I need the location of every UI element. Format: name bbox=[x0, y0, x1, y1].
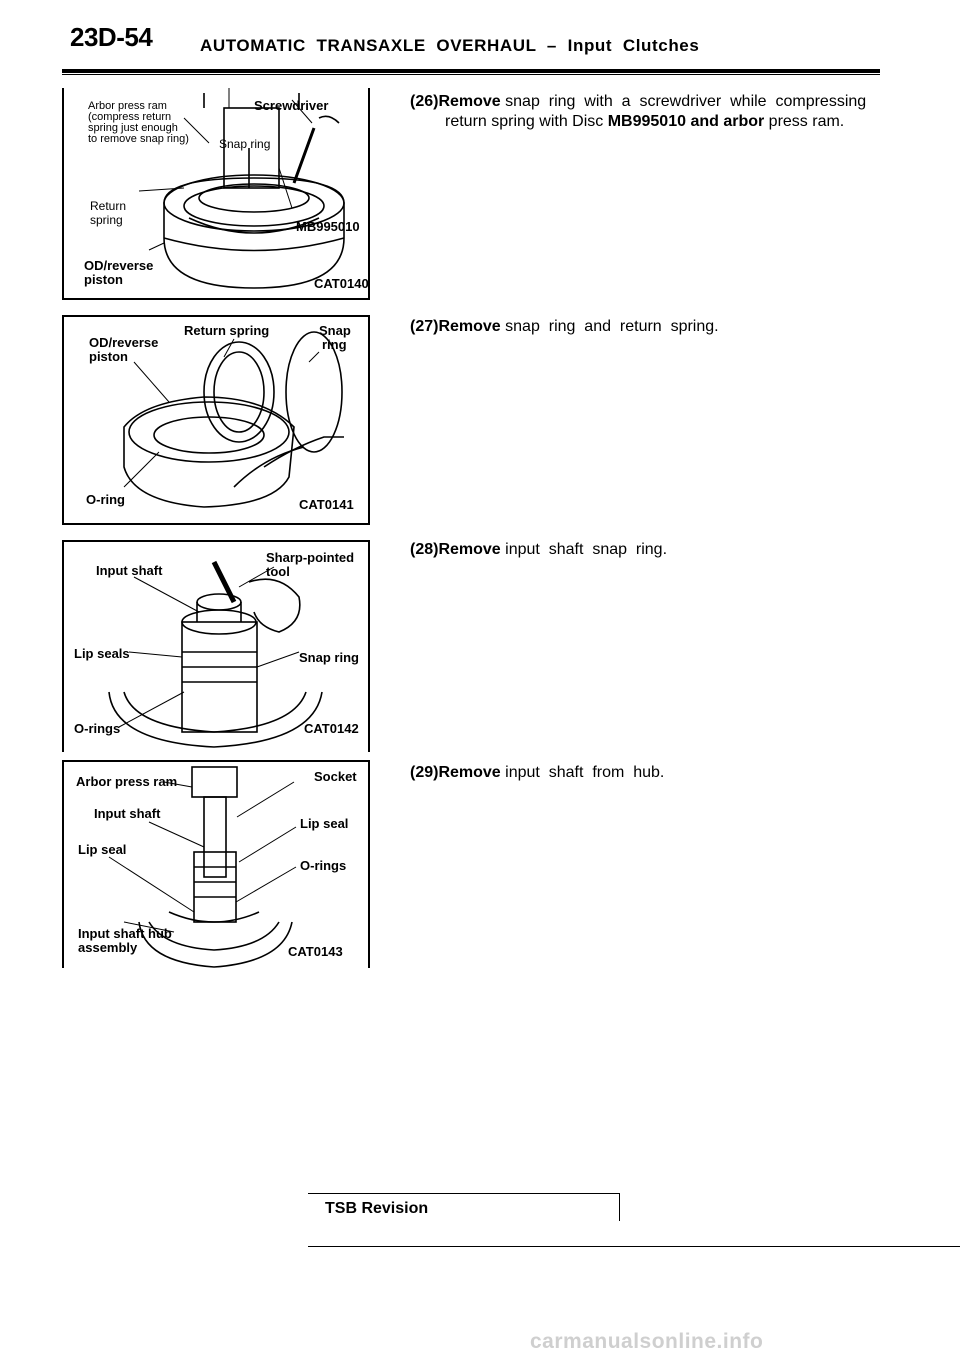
step-verb: Remove bbox=[438, 764, 501, 781]
step-verb: Remove bbox=[438, 318, 501, 335]
label-od-reverse-piston-2: piston bbox=[84, 272, 123, 287]
label-arbor-note-2: spring just enough bbox=[88, 122, 178, 134]
label-o-rings: O-rings bbox=[300, 858, 347, 873]
step-number: (29) bbox=[410, 764, 439, 781]
step-verb: Remove bbox=[438, 541, 501, 558]
step-text-c: press ram. bbox=[764, 113, 845, 130]
label-o-ring: O-ring bbox=[86, 492, 125, 507]
figure-cat0143: Arbor press ram Socket Input shaft Lip s… bbox=[62, 760, 370, 968]
label-lip-seals: Lip seals bbox=[74, 646, 130, 661]
figure-code: CAT0141 bbox=[299, 497, 354, 512]
step-text: snap ring and return spring. bbox=[500, 318, 719, 335]
label-snap-ring-1: Snap bbox=[319, 323, 351, 338]
label-input-shaft-hub-1: Input shaft hub bbox=[78, 926, 172, 941]
step-text-a: return spring with Disc bbox=[445, 113, 608, 130]
label-od-reverse-piston-2: piston bbox=[89, 349, 128, 364]
label-return-spring-1: Return bbox=[90, 199, 127, 213]
page-title: AUTOMATIC TRANSAXLE OVERHAUL – Input Clu… bbox=[200, 36, 700, 55]
step-number: (26) bbox=[410, 93, 439, 110]
label-return-spring-2: spring bbox=[90, 213, 123, 227]
tsb-revision-label: TSB Revision bbox=[325, 1200, 429, 1217]
figure-cat0140-illustration bbox=[138, 88, 345, 289]
step-number: (27) bbox=[410, 318, 439, 335]
label-sharp-pointed-tool-2: tool bbox=[266, 564, 290, 579]
step-28: (28)Remove input shaft snap ring. bbox=[410, 540, 667, 560]
label-input-shaft: Input shaft bbox=[96, 563, 163, 578]
label-od-reverse-piston-1: OD/reverse bbox=[89, 335, 159, 350]
footer-rule bbox=[308, 1246, 960, 1247]
label-lip-seal-right: Lip seal bbox=[300, 816, 349, 831]
figure-code: CAT0142 bbox=[304, 721, 359, 736]
label-screwdriver: Screwdriver bbox=[254, 98, 329, 113]
step-text: snap ring with a screwdriver while compr… bbox=[500, 93, 867, 110]
figure-cat0142: Input shaft Sharp-pointed tool Lip seals… bbox=[62, 540, 370, 752]
label-snap-ring: Snap ring bbox=[299, 650, 359, 665]
figure-cat0141-illustration bbox=[123, 331, 344, 508]
figure-code: CAT0140 bbox=[314, 276, 369, 291]
watermark: carmanualsonline.info bbox=[530, 1330, 764, 1353]
step-26-line2: return spring with Disc MB995010 and arb… bbox=[445, 112, 844, 132]
figure-cat0143-illustration bbox=[108, 766, 297, 968]
label-sharp-pointed-tool-1: Sharp-pointed bbox=[266, 550, 355, 565]
label-mb995010: MB995010 bbox=[296, 219, 360, 234]
step-tool-ref: MB995010 and arbor bbox=[607, 113, 765, 130]
label-socket: Socket bbox=[314, 769, 357, 784]
step-text: input shaft from hub. bbox=[500, 764, 665, 781]
label-arbor-note-1: (compress return bbox=[88, 111, 172, 123]
step-27: (27)Remove snap ring and return spring. bbox=[410, 317, 719, 337]
label-o-rings: O-rings bbox=[74, 721, 121, 736]
label-arbor-note-3: to remove snap ring) bbox=[88, 133, 189, 145]
label-snap-ring-2: ring bbox=[322, 337, 347, 352]
label-lip-seal-left: Lip seal bbox=[78, 842, 127, 857]
header-rule bbox=[62, 69, 880, 73]
label-arbor-press-ram: Arbor press ram bbox=[88, 100, 167, 112]
label-od-reverse-piston-1: OD/reverse bbox=[84, 258, 154, 273]
tsb-revision-box bbox=[308, 1193, 620, 1221]
figure-cat0142-illustration bbox=[108, 560, 323, 748]
step-number: (28) bbox=[410, 541, 439, 558]
figure-code: CAT0143 bbox=[288, 944, 343, 959]
label-snap-ring: Snap ring bbox=[219, 137, 271, 151]
step-text: input shaft snap ring. bbox=[500, 541, 668, 558]
header-rule-thin bbox=[62, 74, 880, 75]
page-number: 23D-54 bbox=[70, 22, 153, 52]
figure-cat0140: Arbor press ram (compress return spring … bbox=[62, 88, 370, 300]
step-verb: Remove bbox=[438, 93, 501, 110]
step-26-line1: (26)Remove snap ring with a screwdriver … bbox=[410, 92, 866, 112]
figure-cat0141: OD/reverse piston Return spring Snap rin… bbox=[62, 315, 370, 525]
label-arbor-press-ram: Arbor press ram bbox=[76, 774, 178, 789]
label-input-shaft-hub-2: assembly bbox=[78, 940, 138, 955]
label-input-shaft: Input shaft bbox=[94, 806, 161, 821]
step-29: (29)Remove input shaft from hub. bbox=[410, 763, 664, 783]
label-return-spring: Return spring bbox=[184, 323, 270, 338]
